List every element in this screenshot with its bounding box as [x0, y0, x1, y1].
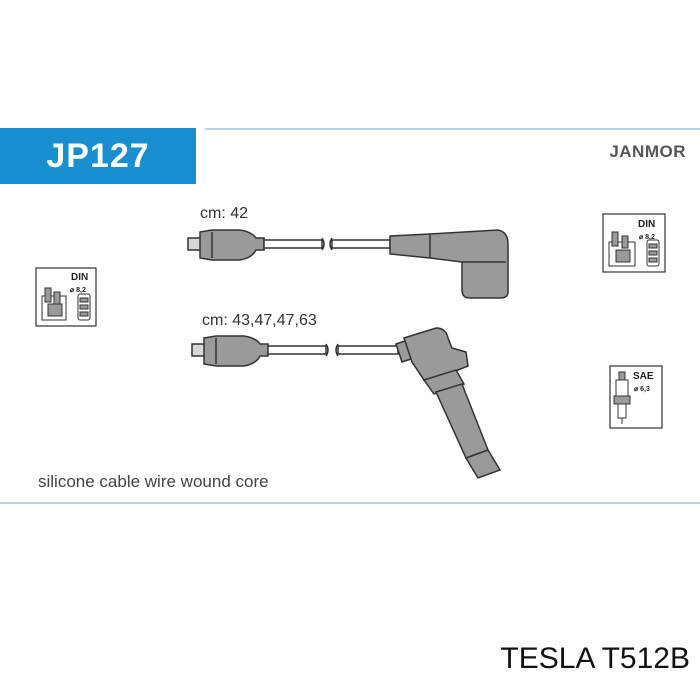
lead-2-diagram	[191, 327, 502, 479]
din-left-size: ⌀ 8,2	[70, 287, 86, 294]
din-left-label: DIN	[71, 272, 88, 283]
sae-right-size: ⌀ 6,3	[634, 386, 650, 393]
din-badge-left	[35, 267, 97, 327]
part-code: JP127	[46, 137, 150, 175]
spark-plug-sae-icon	[613, 371, 631, 424]
part-code-banner	[0, 128, 196, 184]
distributor-cap-icon	[608, 231, 636, 267]
lead-2-length: cm: 43,47,47,63	[202, 312, 317, 329]
brand-name: JANMOR	[609, 142, 686, 161]
sae-badge-right	[609, 365, 663, 429]
din-right-size: ⌀ 8,2	[639, 234, 655, 241]
lead-1-diagram	[187, 229, 509, 299]
cable-description: silicone cable wire wound core	[38, 472, 269, 491]
spark-plug-icon	[77, 293, 91, 321]
sae-right-label: SAE	[633, 371, 654, 382]
din-badge-right	[602, 213, 666, 273]
lead-1-length: cm: 42	[200, 205, 249, 222]
distributor-cap-icon	[41, 287, 67, 321]
din-right-label: DIN	[638, 219, 655, 230]
spark-plug-icon	[646, 239, 660, 267]
footer-part-number: TESLA T512B	[500, 642, 690, 675]
